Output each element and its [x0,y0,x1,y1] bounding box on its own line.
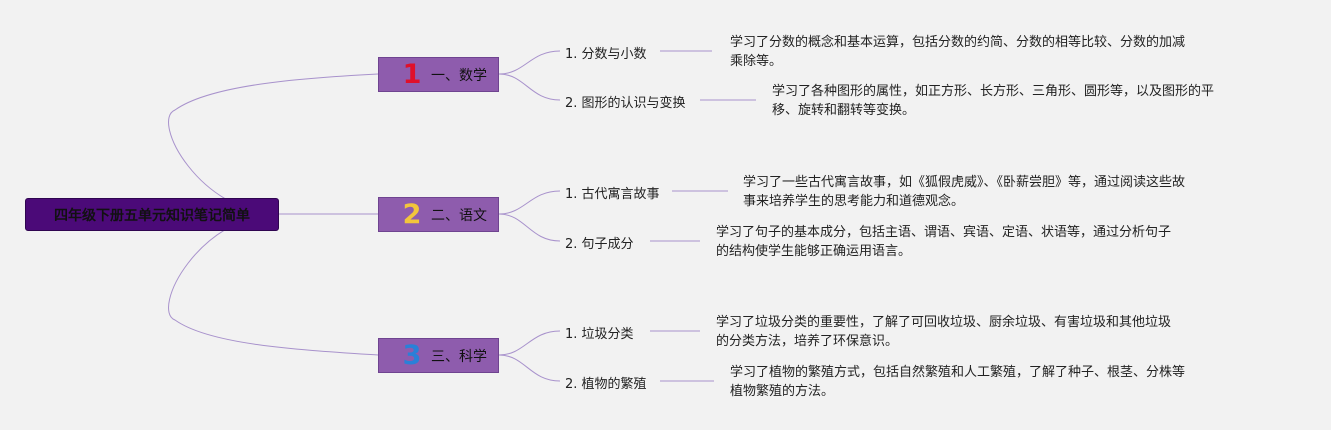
branch-label-chinese: 二、语文 [431,207,487,224]
branch-number-3: 3 [402,340,422,371]
desc-sentence-parts: 学习了句子的基本成分，包括主语、谓语、宾语、定语、状语等，通过分析句子 的结构使… [716,223,1171,261]
desc-line: 移、旋转和翻转等变换。 [772,103,916,118]
desc-line: 学习了垃圾分类的重要性，了解了可回收垃圾、厨余垃圾、有害垃圾和其他垃圾 [716,315,1172,330]
branch-label-science: 三、科学 [431,348,487,365]
branch-chinese[interactable]: 2 二、语文 [378,197,499,232]
desc-fractions-decimals: 学习了分数的概念和基本运算，包括分数的约简、分数的相等比较、分数的加减 乘除等。 [730,33,1185,71]
desc-plant-reproduction: 学习了植物的繁殖方式，包括自然繁殖和人工繁殖，了解了种子、根茎、分株等 植物繁殖… [730,363,1185,401]
root-title: 四年级下册五单元知识笔记简单 [54,207,250,224]
branch-number-2: 2 [402,199,422,230]
desc-line: 的分类方法，培养了环保意识。 [716,334,899,349]
desc-line: 学习了植物的繁殖方式，包括自然繁殖和人工繁殖，了解了种子、根茎、分株等 [730,365,1186,380]
desc-line: 学习了分数的概念和基本运算，包括分数的约简、分数的相等比较、分数的加减 [730,35,1186,50]
connector-branch-leaf [498,213,561,242]
connector-root-science [168,213,379,356]
branch-math[interactable]: 1 一、数学 [378,57,499,92]
connector-branch-leaf [498,50,561,75]
connector-branch-leaf [498,330,561,356]
root-node[interactable]: 四年级下册五单元知识笔记简单 [25,198,279,231]
leaf-fables[interactable]: 1. 古代寓言故事 [565,187,660,202]
desc-fables: 学习了一些古代寓言故事，如《狐假虎威》、《卧薪尝胆》等，通过阅读这些故 事来培养… [743,173,1185,211]
leaf-fractions-decimals[interactable]: 1. 分数与小数 [565,47,647,62]
branch-number-1: 1 [402,59,422,90]
connector-branch-leaf [498,73,561,101]
branch-science[interactable]: 3 三、科学 [378,338,499,373]
desc-line: 的结构使学生能够正确运用语言。 [716,244,912,259]
desc-line: 事来培养学生的思考能力和道德观念。 [743,194,965,209]
desc-line: 学习了句子的基本成分，包括主语、谓语、宾语、定语、状语等，通过分析句子 [716,225,1172,240]
leaf-shapes-transform[interactable]: 2. 图形的认识与变换 [565,96,686,111]
desc-line: 学习了一些古代寓言故事，如《狐假虎威》、《卧薪尝胆》等，通过阅读这些故 [743,175,1186,190]
leaf-garbage-sorting[interactable]: 1. 垃圾分类 [565,327,634,342]
branch-label-math: 一、数学 [431,67,487,84]
desc-garbage-sorting: 学习了垃圾分类的重要性，了解了可回收垃圾、厨余垃圾、有害垃圾和其他垃圾 的分类方… [716,313,1171,351]
desc-line: 乘除等。 [730,54,783,69]
leaf-plant-reproduction[interactable]: 2. 植物的繁殖 [565,377,647,392]
connector-branch-leaf [498,190,561,215]
connector-branch-leaf [498,354,561,382]
desc-line: 植物繁殖的方法。 [730,384,835,399]
desc-line: 学习了各种图形的属性，如正方形、长方形、三角形、圆形等，以及图形的平 [772,84,1215,99]
leaf-sentence-parts[interactable]: 2. 句子成分 [565,237,634,252]
connector-root-math [168,73,379,215]
desc-shapes-transform: 学习了各种图形的属性，如正方形、长方形、三角形、圆形等，以及图形的平 移、旋转和… [772,82,1214,120]
